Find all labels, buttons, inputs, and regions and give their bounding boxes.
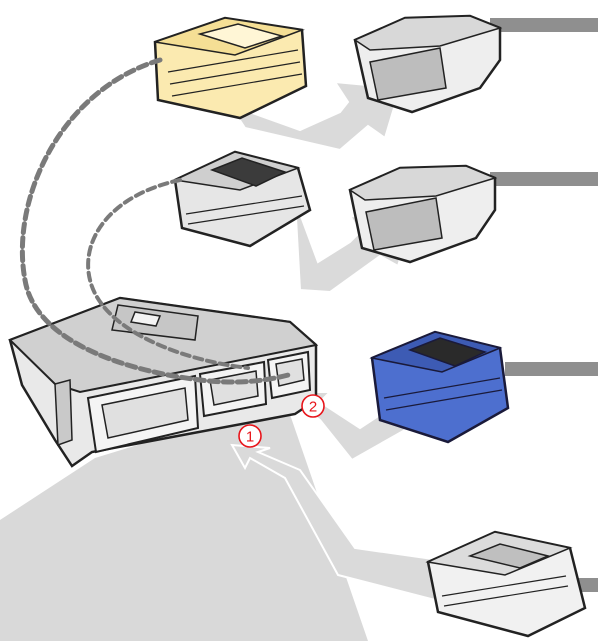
dashed-wire-gray (86, 178, 250, 370)
socket-top (353, 14, 503, 114)
dashed-wire-yellow (19, 57, 295, 385)
step-2-label: 2 (309, 399, 317, 416)
wire-bar-3 (505, 362, 598, 376)
wire-bar-1 (490, 18, 598, 32)
step-callout-2: 2 (301, 394, 325, 418)
socket-middle (348, 164, 498, 264)
arrow-white-to-ecu (230, 443, 442, 602)
step-1-label: 1 (246, 429, 254, 446)
yellow-connector (153, 16, 308, 120)
wire-bar-2 (490, 172, 598, 186)
blue-connector (369, 330, 510, 444)
gray-connector (172, 150, 312, 248)
step-callout-1: 1 (238, 424, 262, 448)
white-connector (425, 530, 587, 638)
